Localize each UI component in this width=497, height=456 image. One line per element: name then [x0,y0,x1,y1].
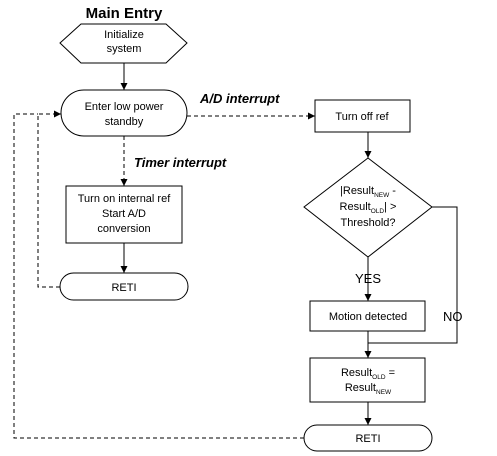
motion-detected-label: Motion detected [329,311,407,323]
reti-bottom-label: RETI [355,433,380,445]
turn-on-label-line3: conversion [97,223,150,235]
decision-line3: Threshold? [340,217,395,229]
standby-label-line1: Enter low power [85,101,164,113]
no-label: NO [443,309,463,324]
reti-bottom-node [303,424,433,452]
standby-node [60,89,188,137]
edge-reti-left-return [37,110,61,288]
timer-interrupt-label: Timer interrupt [134,155,227,170]
turn-off-label: Turn off ref [335,111,389,123]
turn-off-ref-node [314,99,411,133]
update-line1: ResultOLD = [341,367,395,381]
update-line2: ResultNEW [345,382,392,396]
turn-on-label-line2: Start A/D [102,208,146,220]
decision-line1: |ResultNEW - [340,185,396,199]
edge-reti-bottom-return [13,113,304,439]
edge-no [368,206,458,344]
turn-on-ref-node [65,185,183,244]
init-label-line2: system [107,43,142,55]
decision-line2: ResultOLD| > [340,201,397,215]
ad-interrupt-label: A/D interrupt [199,91,280,106]
result-update-node [309,357,426,403]
init-node [59,23,188,64]
turn-on-label-line1: Turn on internal ref [78,193,171,205]
init-label-line1: Initialize [104,29,144,41]
main-entry-title: Main Entry [86,5,163,22]
standby-label-line2: standby [105,116,144,128]
yes-label: YES [355,271,381,286]
reti-left-label: RETI [111,282,136,294]
